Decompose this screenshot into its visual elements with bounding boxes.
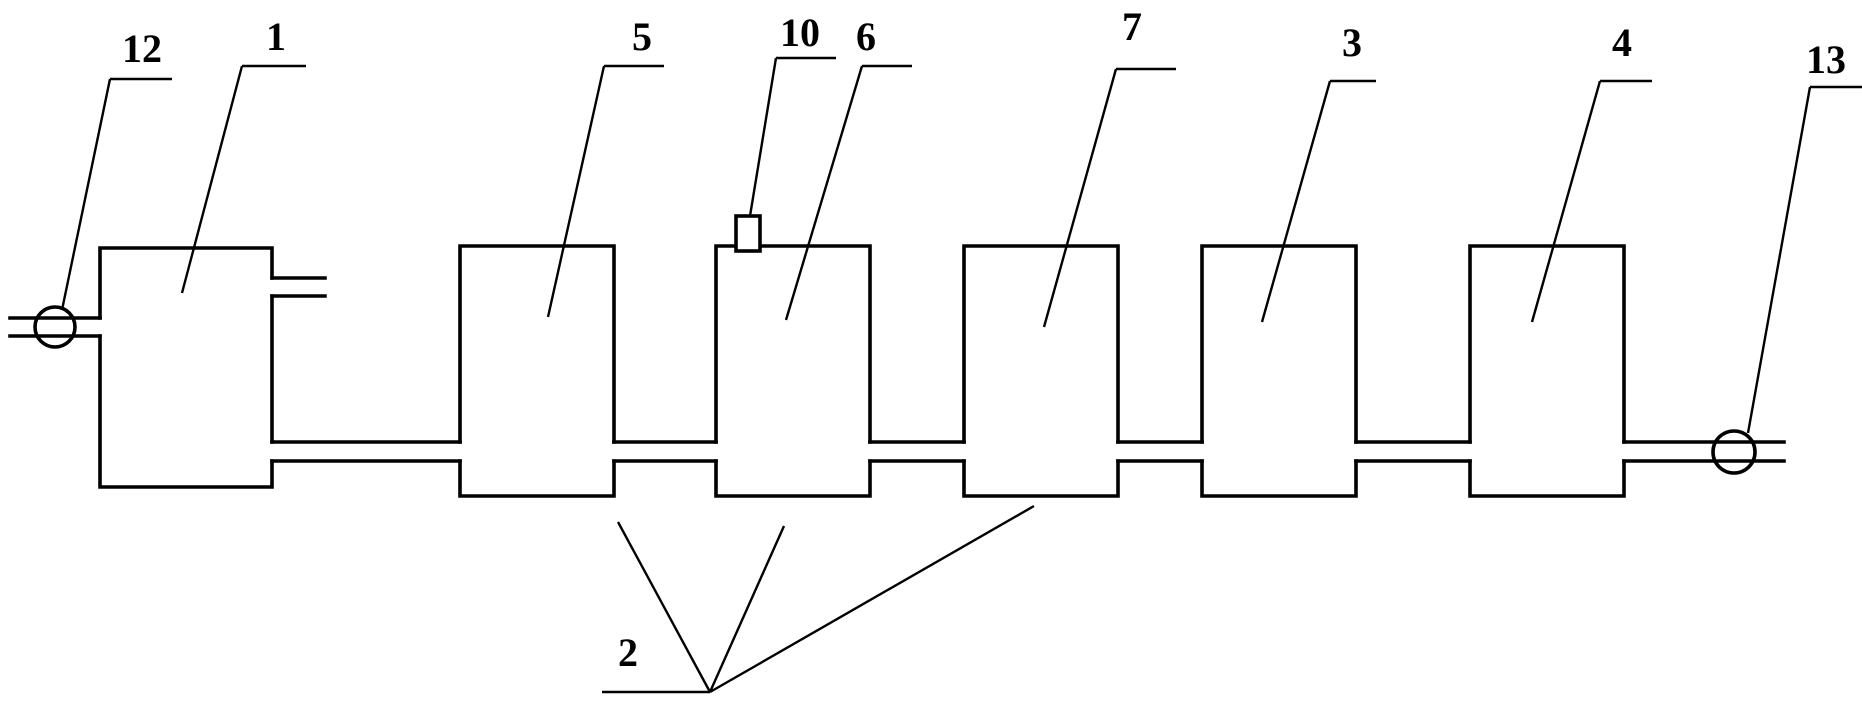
- tank-unit-5: [458, 244, 616, 498]
- label-unit-3: 3: [1342, 20, 1362, 65]
- tank-unit-7: [962, 244, 1120, 498]
- tank-unit-4: [1468, 244, 1626, 498]
- tank-unit-6: [714, 244, 872, 498]
- label-unit-10: 10: [780, 10, 820, 55]
- inlet-pipe: [8, 316, 102, 338]
- valve-unit-13: [1711, 429, 1757, 475]
- label-unit-7: 7: [1122, 4, 1142, 49]
- tank-unit-3: [1200, 244, 1358, 498]
- label-unit-2: 2: [618, 630, 638, 675]
- tank-unit-1: [98, 246, 327, 489]
- valve-unit-12: [33, 305, 77, 349]
- label-unit-12: 12: [122, 26, 162, 71]
- label-unit-1: 1: [266, 14, 286, 59]
- label-unit-6: 6: [856, 14, 876, 59]
- leader-lines: [60, 56, 1862, 694]
- label-unit-13: 13: [1806, 37, 1846, 82]
- label-unit-4: 4: [1612, 20, 1632, 65]
- device-unit-10: [734, 214, 762, 253]
- label-unit-5: 5: [632, 14, 652, 59]
- connecting-pipe: [270, 440, 1786, 463]
